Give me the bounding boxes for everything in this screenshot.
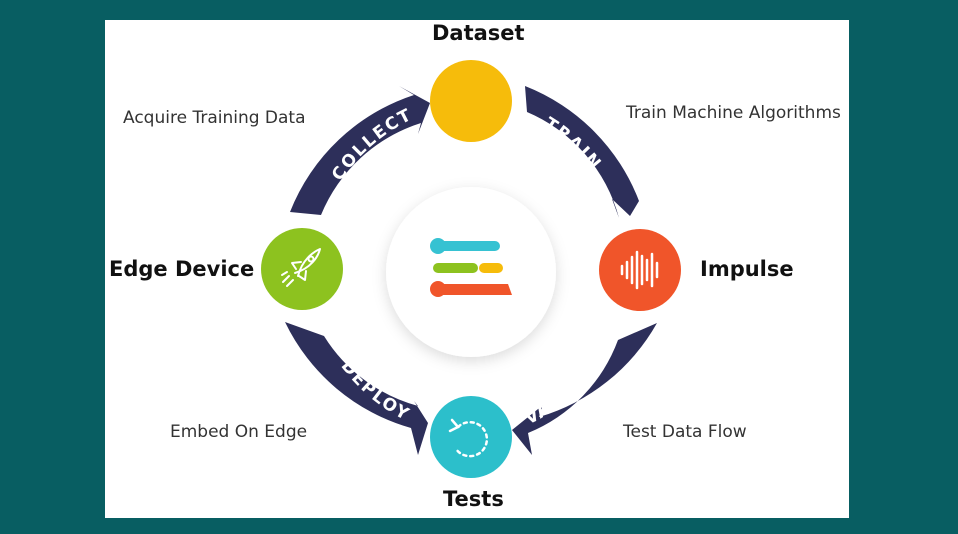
dataset-node (430, 60, 512, 142)
collect-arrow (290, 86, 430, 215)
train-arrow (525, 86, 639, 218)
deploy-description: Embed On Edge (170, 422, 308, 442)
refresh-icon (448, 418, 489, 458)
edge-device-node (261, 228, 343, 310)
waveform-icon (620, 250, 659, 290)
edge-impulse-logo-icon (430, 238, 512, 297)
dataset-label: Dataset (432, 21, 525, 45)
deploy-arrow (285, 322, 428, 455)
train-description: Train Machine Algorithms (626, 103, 841, 123)
collect-description: Acquire Training Data (123, 108, 306, 128)
impulse-node (599, 229, 681, 311)
validate-description: Test Data Flow (623, 422, 747, 442)
impulse-label: Impulse (700, 257, 794, 281)
edge-device-label: Edge Device (109, 257, 255, 281)
tests-node (430, 396, 512, 478)
rocket-icon (281, 248, 321, 287)
tests-label: Tests (443, 487, 504, 511)
validate-arrow (512, 323, 657, 455)
